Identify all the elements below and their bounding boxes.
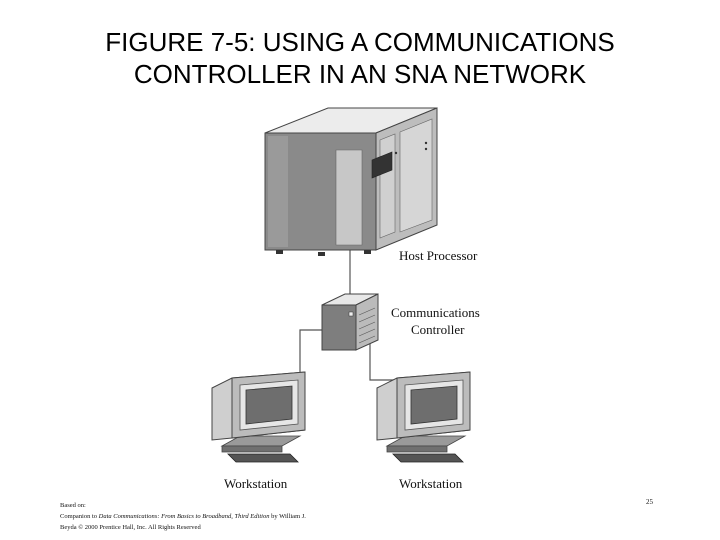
credit-author: by William J. [269, 513, 306, 520]
credit-line-1: Based on: [60, 502, 86, 509]
credit-prefix: Companion to [60, 513, 99, 520]
workstation-right-icon [376, 371, 471, 463]
page-number: 25 [646, 498, 653, 506]
host-processor-icon [264, 107, 438, 256]
controller-to-left-workstation-line [262, 329, 322, 381]
slide-title: FIGURE 7-5: USING A COMMUNICATIONS CONTR… [0, 26, 720, 90]
credit-book-title: Data Communications: From Basics to Broa… [98, 513, 270, 520]
controller-label-line-2: Controller [411, 322, 465, 337]
communications-controller-icon [321, 293, 379, 351]
workstation-left-icon [211, 371, 306, 463]
workstation-right-label: Workstation [399, 476, 463, 491]
title-line-2: CONTROLLER IN AN SNA NETWORK [133, 59, 587, 89]
workstation-left-label: Workstation [224, 476, 288, 491]
title-line-1: FIGURE 7-5: USING A COMMUNICATIONS [105, 27, 615, 57]
host-processor-label: Host Processor [399, 248, 478, 263]
credit-line-2: Companion to Data Communications: From B… [60, 511, 306, 522]
source-credit: Based on: Companion to Data Communicatio… [60, 500, 306, 533]
credit-line-3: Beyda © 2000 Prentice Hall, Inc. All Rig… [60, 524, 201, 531]
controller-label-line-1: Communications [391, 305, 480, 320]
